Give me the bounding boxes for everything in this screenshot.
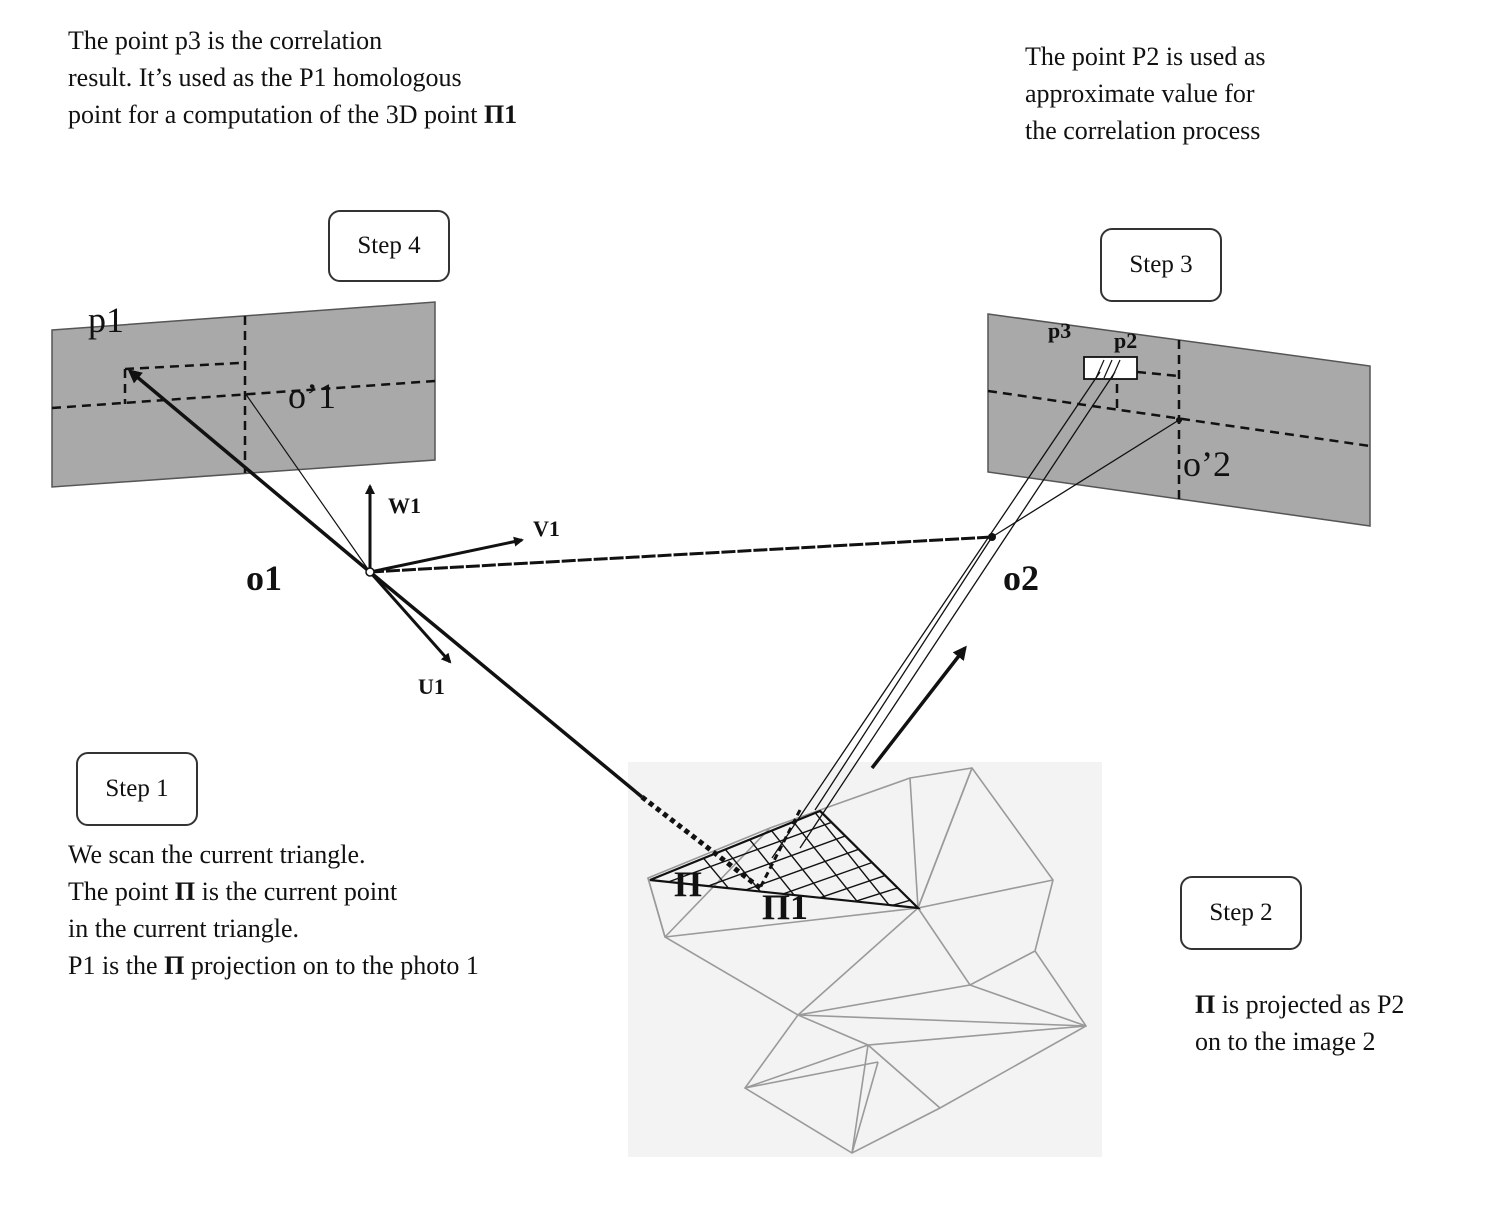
label-o2: o2 — [1003, 558, 1039, 598]
text-line: point for a computation of the 3D point … — [68, 100, 518, 129]
text-bottom-right: Π is projected as P2 on to the image 2 — [1195, 986, 1404, 1060]
axis-u1 — [368, 571, 452, 664]
label-v1: V1 — [533, 516, 560, 541]
o-prime-2-point — [1176, 417, 1182, 423]
text-line: approximate value for — [1025, 79, 1255, 108]
correlation-window — [1083, 356, 1138, 380]
projection-arrow — [870, 645, 967, 770]
text-top-left: The point p3 is the correlation result. … — [68, 22, 517, 133]
step-3-box: Step 3 — [1100, 228, 1222, 302]
text-line: The point p3 is the correlation — [68, 26, 383, 55]
label-u1: U1 — [418, 674, 445, 699]
text-line: the correlation process — [1025, 116, 1261, 145]
label-o-prime-2: o’2 — [1183, 444, 1231, 484]
o2-point — [988, 533, 996, 541]
text-top-right: The point P2 is used as approximate valu… — [1025, 38, 1266, 149]
label-p2: p2 — [1114, 328, 1138, 353]
label-o1: o1 — [246, 558, 282, 598]
step-1-box: Step 1 — [76, 752, 198, 826]
o1-point — [365, 567, 375, 577]
ray-p1-to-terrain — [368, 570, 644, 799]
baseline-o1-o2 — [369, 535, 993, 574]
text-line: The point P2 is used as — [1025, 42, 1266, 71]
ray-o2-dashed — [758, 809, 802, 889]
text-line: The point Π is the current point — [68, 877, 398, 906]
current-triangle — [649, 809, 921, 910]
label-pi1: Π1 — [762, 887, 809, 927]
text-line: Π is projected as P2 — [1195, 990, 1405, 1019]
text-line: We scan the current triangle. — [68, 840, 366, 869]
text-line: on to the image 2 — [1195, 1027, 1376, 1056]
step-4-box: Step 4 — [328, 210, 450, 282]
terrain-background — [628, 762, 1102, 1157]
terrain-mesh — [647, 767, 1088, 1154]
text-bottom-left: We scan the current triangle. The point … — [68, 836, 479, 984]
photo-1-axes — [51, 316, 436, 473]
text-line: P1 is the Π projection on to the photo 1 — [68, 951, 479, 980]
photo-1-plane — [51, 301, 436, 488]
label-o-prime-1: o’1 — [288, 376, 336, 416]
ray-dashed-to-pi1 — [640, 795, 762, 890]
text-line: result. It’s used as the P1 homologous — [68, 63, 462, 92]
text-line: in the current triangle. — [68, 914, 300, 943]
step-2-box: Step 2 — [1180, 876, 1302, 950]
label-w1: W1 — [388, 493, 421, 518]
label-p3: p3 — [1048, 318, 1072, 343]
label-pi: Π — [674, 864, 703, 904]
axis-v1 — [369, 536, 524, 574]
label-p1: p1 — [88, 300, 124, 340]
